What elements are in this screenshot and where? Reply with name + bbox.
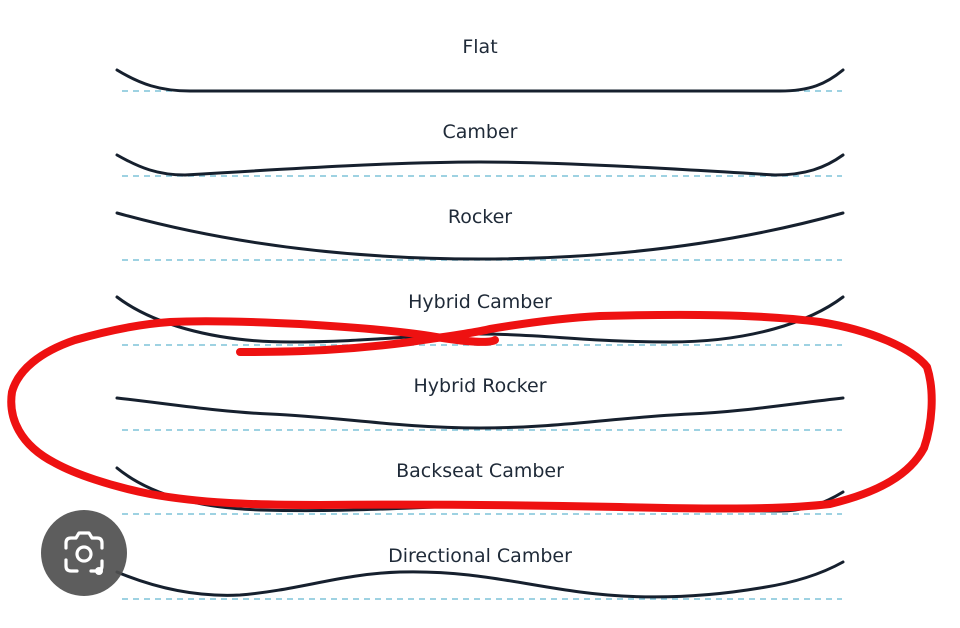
curve-hybrid-rocker xyxy=(115,396,845,430)
curve-camber xyxy=(115,153,845,177)
profile-label-camber: Camber xyxy=(443,121,518,143)
profile-label-hybrid-camber: Hybrid Camber xyxy=(408,291,552,313)
profile-directional-camber: Directional Camber xyxy=(115,545,845,600)
red-scribble-loop xyxy=(7,310,936,513)
curve-rocker xyxy=(115,211,845,261)
profile-flat: Flat xyxy=(115,36,845,93)
lens-button-background[interactable] xyxy=(41,510,127,596)
profile-camber: Camber xyxy=(115,121,845,177)
camera-search-icon[interactable] xyxy=(64,531,104,575)
red-annotation xyxy=(7,310,936,513)
curve-directional-camber xyxy=(115,560,845,599)
profile-label-rocker: Rocker xyxy=(448,206,512,228)
profile-label-hybrid-rocker: Hybrid Rocker xyxy=(413,375,546,397)
profile-label-backseat-camber: Backseat Camber xyxy=(396,460,564,482)
profile-label-flat: Flat xyxy=(462,36,497,58)
profile-rocker: Rocker xyxy=(115,206,845,261)
profile-hybrid-rocker: Hybrid Rocker xyxy=(115,375,845,431)
lens-button[interactable] xyxy=(41,510,127,596)
profile-label-directional-camber: Directional Camber xyxy=(388,545,572,567)
curve-flat xyxy=(115,68,845,93)
